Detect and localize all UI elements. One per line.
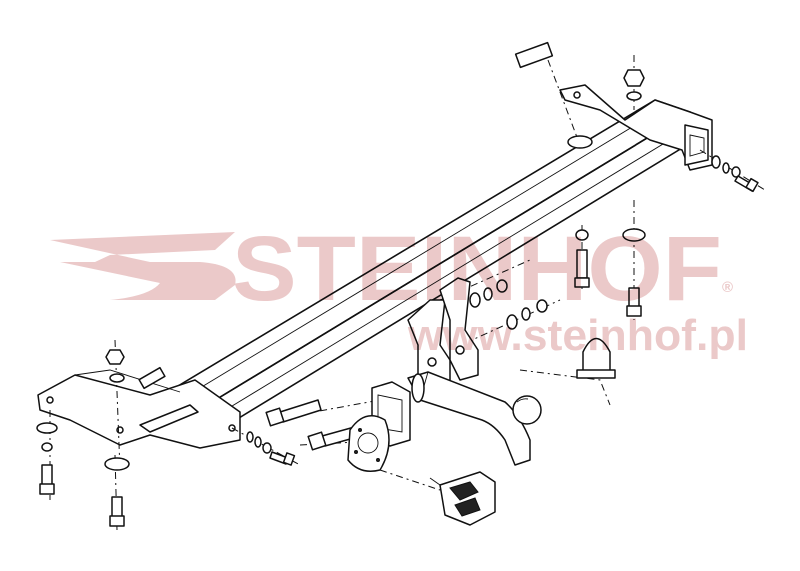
- spacer-plate-left: [138, 366, 166, 390]
- bolt-right-horizontal: [734, 175, 759, 193]
- washer: [622, 228, 646, 242]
- nut: [41, 442, 53, 452]
- bolt-vertical: [109, 496, 125, 527]
- tow-ball: [512, 395, 542, 425]
- steinhof-watermark: STEINHOF ® www.steinhof.pl: [50, 218, 748, 360]
- watermark-brand: STEINHOF: [232, 218, 722, 320]
- ball-hitch-drawbar: [407, 371, 542, 466]
- ball-cover-cap: [576, 337, 616, 379]
- watermark-registered-mark: ®: [722, 279, 733, 296]
- washer: [104, 457, 130, 471]
- socket-mounting-plate: [347, 381, 411, 472]
- washer-nut-set-middle: [469, 279, 548, 330]
- spacer-plate: [514, 41, 554, 69]
- washer: [36, 422, 58, 434]
- left-mounting-bracket: [37, 369, 241, 449]
- bolt-short: [269, 451, 296, 466]
- bolt-vertical: [574, 249, 590, 288]
- electrical-socket-connector: [429, 471, 496, 526]
- bolt-vertical: [39, 464, 55, 495]
- bolt-long: [265, 399, 322, 427]
- bolts: [39, 175, 759, 527]
- washer: [567, 135, 593, 149]
- watermark-url: www.steinhof.pl: [407, 311, 748, 360]
- nut: [575, 229, 589, 241]
- washer-nut-set-left: [246, 431, 272, 454]
- steinhof-logo-swoosh: [50, 232, 236, 300]
- nut-left: [105, 349, 125, 383]
- nuts-and-washers: [36, 69, 741, 471]
- nut-top-right: [623, 69, 645, 101]
- bolt-vertical: [626, 287, 642, 317]
- washer-nut-set-right: [711, 155, 741, 178]
